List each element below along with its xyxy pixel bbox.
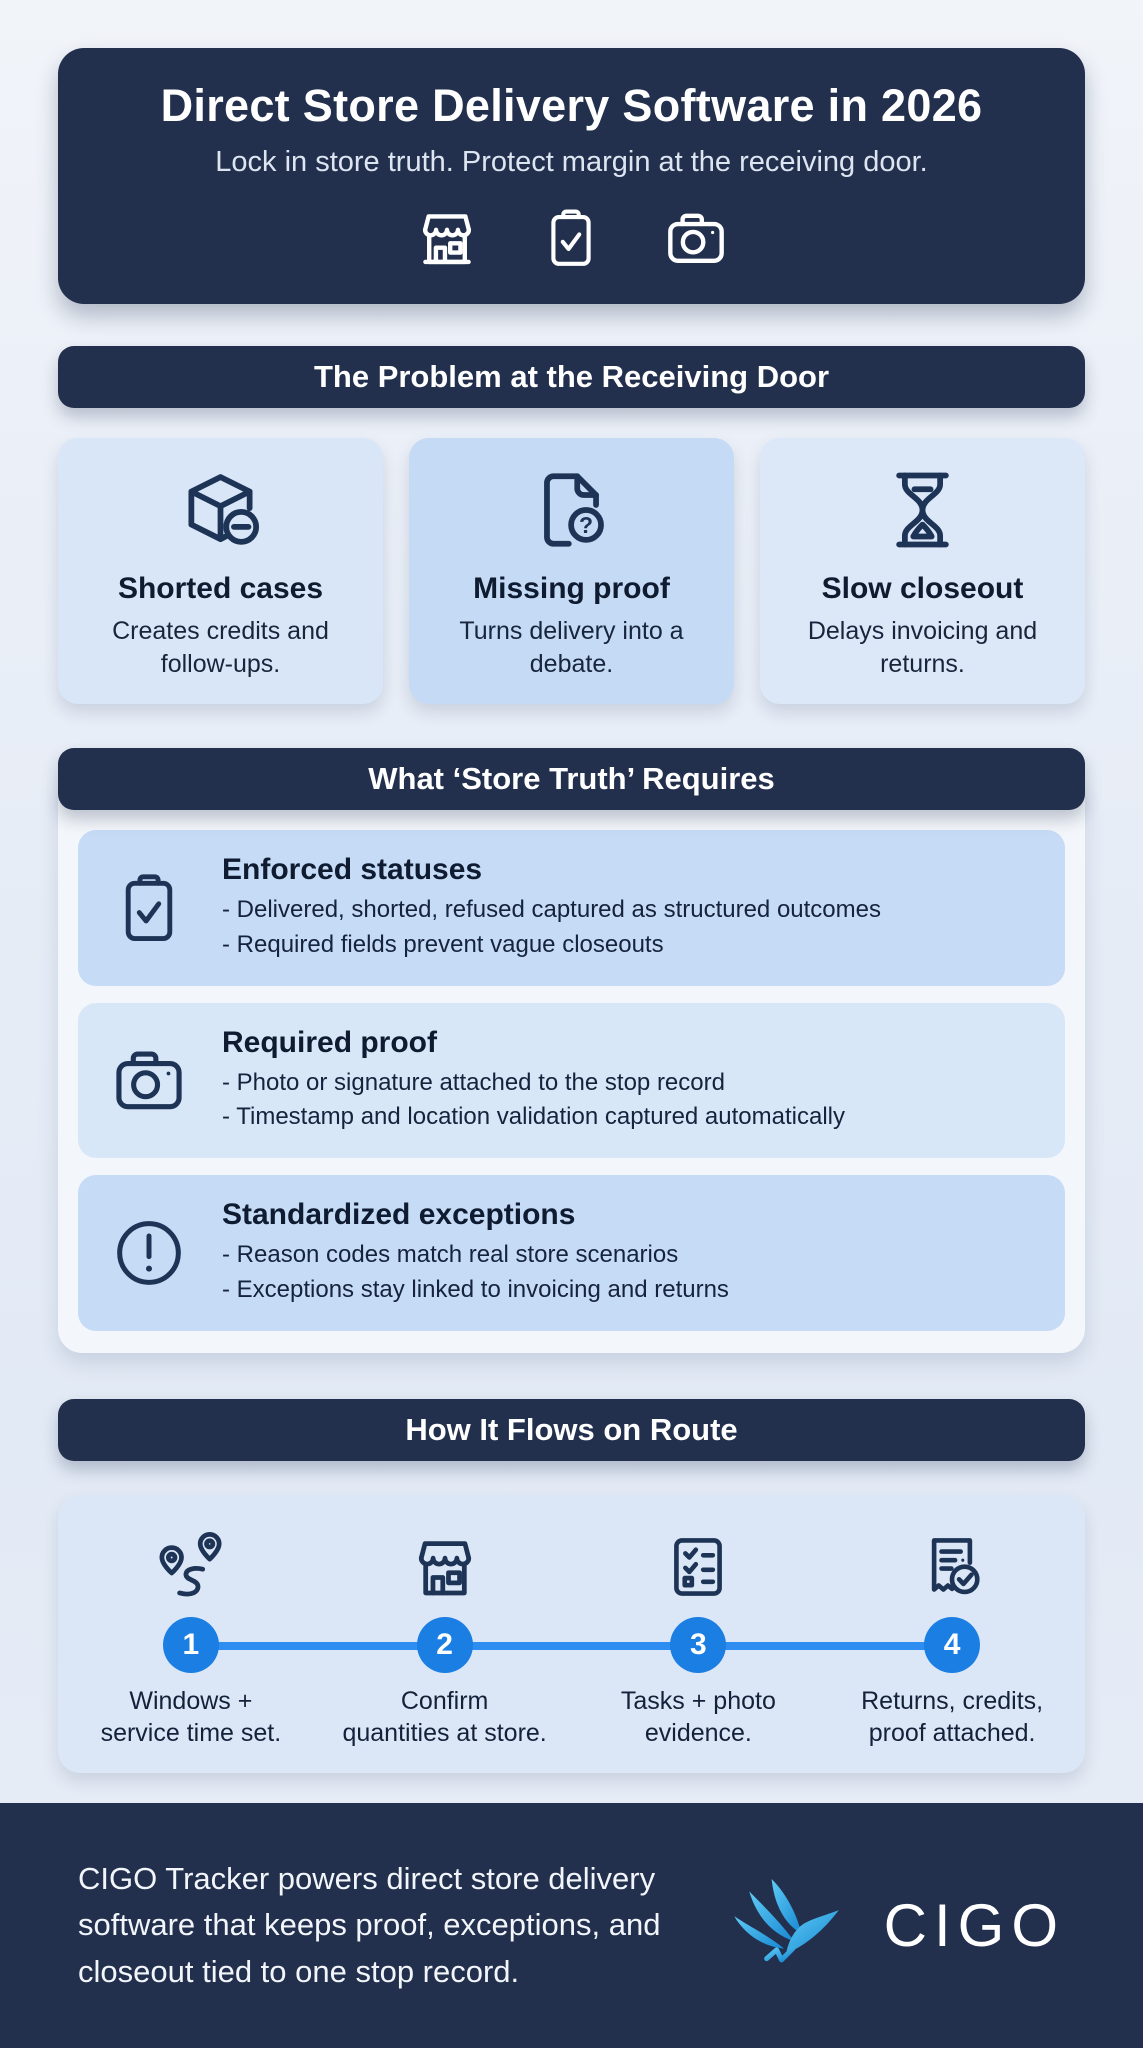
- box-minus-icon: [173, 464, 268, 556]
- flow-connector-line: [186, 1641, 957, 1650]
- flow-step-4: 4 Returns, credits, proof attached.: [825, 1523, 1079, 1749]
- problem-card-title: Slow closeout: [821, 572, 1024, 605]
- step-label-line: evidence.: [644, 1718, 752, 1747]
- step-label-line: Windows +: [129, 1686, 253, 1715]
- requirement-row-required-proof: Required proof - Photo or signature atta…: [78, 1002, 1065, 1159]
- step-label: Tasks + photo evidence.: [621, 1685, 776, 1749]
- step-label: Confirm quantities at store.: [342, 1685, 546, 1749]
- requirement-title: Enforced statuses: [222, 853, 483, 886]
- step-label-line: proof attached.: [868, 1718, 1036, 1747]
- section-title: What ‘Store Truth’ Requires: [368, 761, 775, 796]
- requirement-bullet: - Delivered, shorted, refused captured a…: [222, 896, 881, 923]
- clipboard-check-icon: [538, 203, 604, 273]
- problem-card-body: Turns delivery into a debate.: [459, 617, 684, 678]
- flow-step-3: 3 Tasks + photo evidence.: [572, 1523, 826, 1749]
- requirement-text-block: Standardized exceptions - Reason codes m…: [222, 1198, 729, 1308]
- flow-step-2: 2 Confirm quantities at store.: [318, 1523, 572, 1749]
- requirement-bullets: - Delivered, shorted, refused captured a…: [222, 893, 881, 963]
- camera-icon: [106, 1039, 192, 1121]
- problem-card-body: Creates credits and follow-ups.: [112, 617, 329, 678]
- problem-cards-row: Shorted cases Creates credits and follow…: [58, 438, 1085, 704]
- header-icon-row: [412, 203, 732, 273]
- problem-card-title: Missing proof: [473, 572, 670, 605]
- step-label-line: quantities at store.: [342, 1718, 547, 1747]
- requirement-title: Required proof: [222, 1025, 437, 1059]
- step-label: Windows + service time set.: [101, 1685, 282, 1749]
- requirement-row-enforced-statuses: Enforced statuses - Delivered, shorted, …: [78, 830, 1065, 986]
- requirement-bullet: - Required fields prevent vague closeout…: [222, 930, 664, 958]
- requirement-text-block: Enforced statuses - Delivered, shorted, …: [222, 853, 881, 963]
- step-label-line: Confirm: [400, 1686, 489, 1715]
- receipt-check-icon: [915, 1523, 989, 1605]
- flow-step-1: 1 Windows + service time set.: [64, 1523, 318, 1749]
- section-title: How It Flows on Route: [405, 1411, 738, 1447]
- section-banner-problem: The Problem at the Receiving Door: [58, 346, 1085, 408]
- infographic-body: Direct Store Delivery Software in 2026 L…: [58, 48, 1085, 1773]
- step-label-line: service time set.: [100, 1718, 282, 1747]
- cigo-wordmark: CIGO: [883, 1891, 1065, 1959]
- svg-text:?: ?: [579, 512, 593, 538]
- checklist-icon: [661, 1523, 735, 1605]
- step-number-badge: 4: [924, 1616, 981, 1673]
- clipboard-check-icon: [106, 867, 192, 949]
- hourglass-icon: [875, 464, 970, 556]
- step-number-badge: 1: [162, 1616, 219, 1673]
- camera-icon: [660, 203, 732, 273]
- requirement-bullets: - Reason codes match real store scenario…: [222, 1238, 729, 1308]
- step-label-line: Tasks + photo: [620, 1686, 776, 1715]
- section-banner-requirements: What ‘Store Truth’ Requires: [58, 748, 1085, 810]
- step-label-line: Returns, credits,: [861, 1686, 1044, 1715]
- page-title: Direct Store Delivery Software in 2026: [160, 79, 983, 131]
- flow-steps: 1 Windows + service time set. 2: [64, 1523, 1079, 1749]
- section-title: The Problem at the Receiving Door: [313, 359, 830, 394]
- problem-card-title: Shorted cases: [117, 572, 324, 605]
- problem-card-shorted-cases: Shorted cases Creates credits and follow…: [58, 438, 383, 704]
- requirement-bullet: - Photo or signature attached to the sto…: [222, 1068, 725, 1096]
- header-card: Direct Store Delivery Software in 2026 L…: [58, 48, 1085, 304]
- step-number-badge: 3: [670, 1616, 727, 1673]
- page-subtitle: Lock in store truth. Protect margin at t…: [215, 145, 928, 178]
- cigo-logo: CIGO: [724, 1869, 1065, 1981]
- store-icon: [406, 1523, 484, 1605]
- requirements-panel: Enforced statuses - Delivered, shorted, …: [58, 776, 1085, 1353]
- problem-card-body: Delays invoicing and returns.: [807, 617, 1038, 678]
- store-icon: [412, 203, 482, 273]
- footer-text: CIGO Tracker powers direct store deliver…: [78, 1860, 661, 1989]
- section-banner-flow: How It Flows on Route: [58, 1398, 1085, 1461]
- requirement-title: Standardized exceptions: [222, 1198, 576, 1232]
- requirement-bullet: - Exceptions stay linked to invoicing an…: [222, 1275, 729, 1303]
- requirement-text-block: Required proof - Photo or signature atta…: [222, 1026, 845, 1136]
- requirement-row-standardized-exceptions: Standardized exceptions - Reason codes m…: [78, 1175, 1065, 1331]
- cigo-bird-icon: [724, 1869, 874, 1981]
- document-question-icon: ?: [524, 464, 619, 556]
- route-icon: [152, 1523, 230, 1605]
- flow-card: 1 Windows + service time set. 2: [58, 1494, 1085, 1773]
- problem-card-slow-closeout: Slow closeout Delays invoicing and retur…: [760, 438, 1085, 704]
- step-label: Returns, credits, proof attached.: [861, 1685, 1043, 1749]
- problem-card-missing-proof: ? Missing proof Turns delivery into a de…: [409, 438, 734, 704]
- exclamation-circle-icon: [106, 1212, 192, 1294]
- step-number-badge: 2: [416, 1616, 473, 1673]
- requirement-bullets: - Photo or signature attached to the sto…: [222, 1066, 845, 1136]
- requirement-bullet: - Timestamp and location validation capt…: [222, 1103, 845, 1131]
- requirement-bullet: - Reason codes match real store scenario…: [222, 1241, 679, 1269]
- footer-band: CIGO Tracker powers direct store deliver…: [0, 1802, 1143, 2048]
